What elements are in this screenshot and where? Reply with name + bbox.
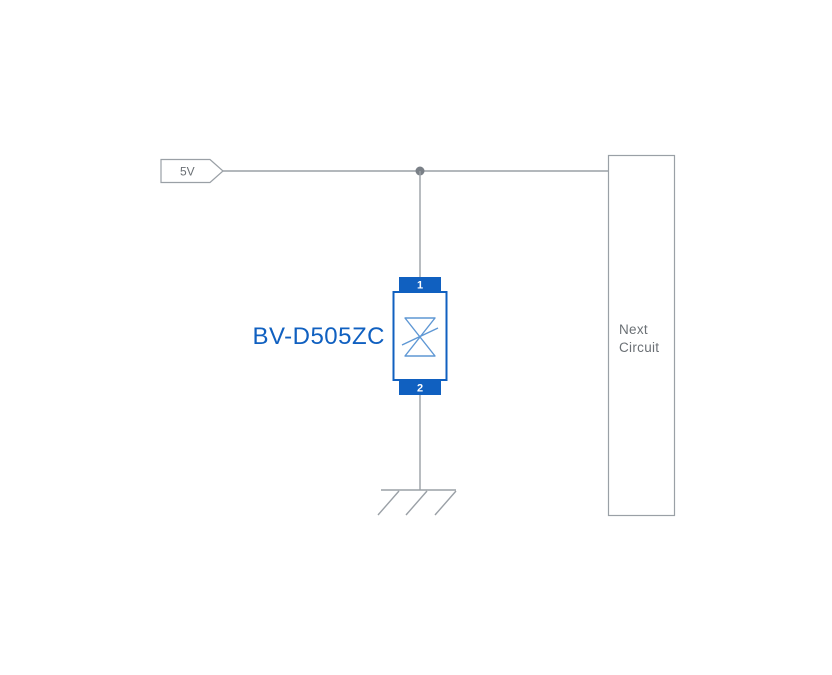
component-pin1-pad bbox=[399, 277, 441, 292]
component-label: BV-D505ZC bbox=[252, 323, 385, 350]
pin1-number: 1 bbox=[417, 280, 423, 292]
net-label-5v: 5V bbox=[180, 165, 195, 179]
pin2-number: 2 bbox=[417, 383, 423, 395]
component-pin2-pad bbox=[399, 380, 441, 395]
next-circuit-text-line1: Next bbox=[619, 322, 648, 337]
next-circuit-box bbox=[607, 154, 676, 517]
power-net-flag: 5V bbox=[160, 158, 224, 184]
tvs-diode-symbol-icon bbox=[401, 317, 439, 357]
net-flag-shape bbox=[160, 158, 224, 184]
next-circuit-text-line2: Circuit bbox=[619, 340, 659, 355]
tvs-diode-component: 1 2 bbox=[392, 277, 448, 395]
ground-symbol-icon bbox=[377, 489, 457, 516]
next-circuit-block: Next Circuit bbox=[607, 154, 676, 517]
